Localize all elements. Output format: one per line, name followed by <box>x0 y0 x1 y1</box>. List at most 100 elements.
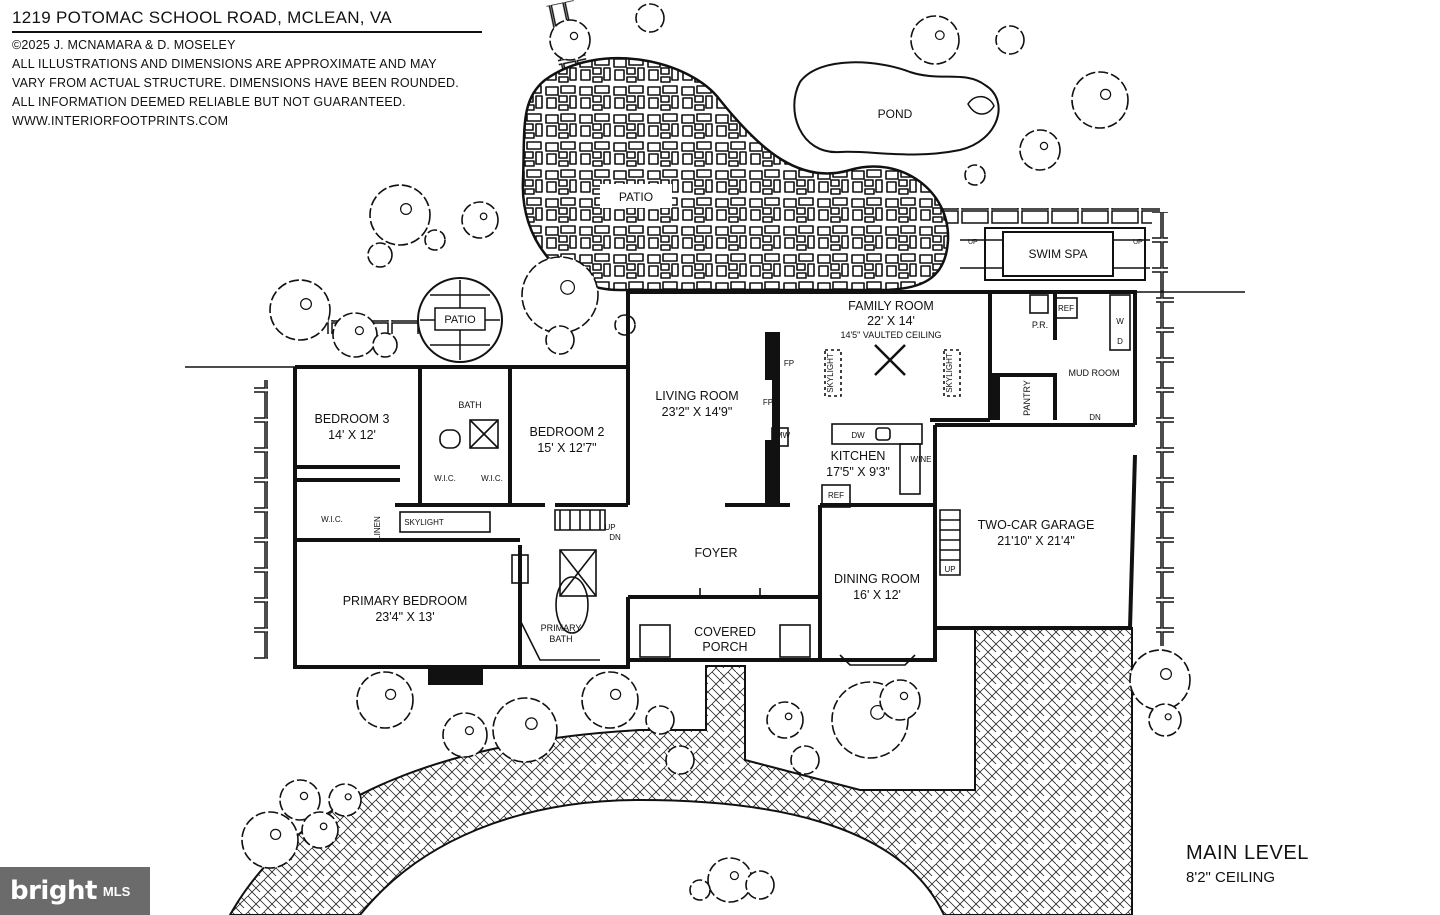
spa-up-right: UP <box>1133 239 1143 246</box>
swim-spa-label: SWIM SPA <box>1028 247 1087 261</box>
tree-detail <box>299 791 309 801</box>
tree-canopy <box>614 314 636 336</box>
logo-brand: bright <box>10 876 97 906</box>
small-patio-label: PATIO <box>444 314 476 326</box>
tree-canopy <box>369 184 431 246</box>
tree-detail <box>525 717 538 730</box>
tree-canopy <box>367 242 393 268</box>
tree-detail <box>1039 141 1049 151</box>
wic-1: W.I.C. <box>434 474 456 483</box>
kitchen-dims: 17'5" X 9'3" <box>826 465 890 479</box>
living-room-name: LIVING ROOM <box>655 389 738 403</box>
tree-detail <box>319 822 328 831</box>
tree-canopy <box>1129 649 1191 711</box>
tree-detail <box>729 871 739 881</box>
spa-up-left: UP <box>968 239 978 246</box>
dining-room-dims: 16' X 12' <box>853 588 901 602</box>
primary-bath-name-1: PRIMARY <box>541 623 582 633</box>
fireplace-upper: FP <box>784 359 794 368</box>
round-patio: PATIO <box>417 277 503 363</box>
tree-canopy <box>1019 129 1061 171</box>
house-walls <box>293 290 1137 669</box>
dining-room-name: DINING ROOM <box>834 572 920 586</box>
dryer-label: D <box>1117 337 1123 346</box>
tree-canopy <box>964 164 986 186</box>
logo-suffix: MLS <box>102 883 131 899</box>
pond <box>793 61 1000 156</box>
stair-down-label: DN <box>609 533 621 542</box>
tree-canopy <box>707 857 753 903</box>
landscaping-trees <box>241 3 1191 903</box>
tree-canopy <box>581 671 639 729</box>
tree-canopy <box>745 870 775 900</box>
tree-detail <box>784 712 793 721</box>
level-caption: MAIN LEVEL 8'2" CEILING <box>1186 842 1309 886</box>
wic-2: W.I.C. <box>481 474 503 483</box>
tree-canopy <box>279 779 321 821</box>
tree-detail <box>400 203 413 216</box>
tree-detail <box>934 30 945 41</box>
dishwasher-label: DW <box>851 431 865 440</box>
feature-labels: W.I.C. W.I.C. W.I.C. LINEN SKYLIGHT SKYL… <box>321 304 1124 574</box>
powder-room-name: P.R. <box>1032 320 1048 330</box>
bedroom2-dims: 15' X 12'7" <box>537 441 596 455</box>
pantry-wall <box>992 375 1000 420</box>
tree-canopy <box>1148 703 1182 737</box>
chimney-block <box>428 667 483 685</box>
tree-detail <box>354 326 364 336</box>
fireplace-lower: FP <box>763 398 773 407</box>
disclaimer-line-1: ALL ILLUSTRATIONS AND DIMENSIONS ARE APP… <box>12 57 437 71</box>
tree-canopy <box>492 697 558 763</box>
swim-spa: SWIM SPA UP UP <box>960 227 1150 281</box>
microwave-label: MW <box>776 431 791 440</box>
stone-patio <box>521 56 950 292</box>
covered-porch-name-2: PORCH <box>702 640 747 654</box>
primary-bedroom-dims: 23'4" X 13' <box>375 610 434 624</box>
foyer-name: FOYER <box>694 546 737 560</box>
tree-canopy <box>665 745 695 775</box>
garage-dims: 21'10" X 21'4" <box>997 534 1075 548</box>
patio-label: PATIO <box>619 190 653 204</box>
tree-canopy <box>689 879 711 901</box>
tree-detail <box>344 793 352 801</box>
level-title: MAIN LEVEL <box>1186 842 1309 864</box>
garage-down-label: DN <box>1089 413 1101 422</box>
pantry-name: PANTRY <box>1022 380 1032 416</box>
mud-ref-label: REF <box>1058 304 1074 313</box>
tree-canopy <box>424 229 446 251</box>
bedroom3-dims: 14' X 12' <box>328 428 376 442</box>
family-room-name: FAMILY ROOM <box>848 299 934 313</box>
website-line: WWW.INTERIORFOOTPRINTS.COM <box>12 114 229 128</box>
tree-canopy <box>910 15 960 65</box>
kitchen-name: KITCHEN <box>831 449 886 463</box>
fence-line <box>185 291 1245 368</box>
tree-canopy <box>766 701 804 739</box>
tree-detail <box>300 298 313 311</box>
tree-canopy <box>301 811 339 849</box>
tree-canopy <box>1071 71 1129 129</box>
disclaimer-line-2: VARY FROM ACTUAL STRUCTURE. DIMENSIONS H… <box>12 76 459 90</box>
tree-detail <box>560 279 576 295</box>
tree-canopy <box>879 679 921 721</box>
tree-detail <box>464 726 474 736</box>
tree-detail <box>609 688 622 701</box>
tree-canopy <box>790 745 820 775</box>
hall-skylight-label: SKYLIGHT <box>404 518 444 527</box>
tree-detail <box>384 688 397 701</box>
garage-up-label: UP <box>944 565 955 574</box>
tree-canopy <box>332 312 378 358</box>
tree-detail <box>1159 667 1172 680</box>
tree-canopy <box>241 811 299 869</box>
waterfall-rocks <box>967 95 995 115</box>
bath-name: BATH <box>458 400 481 410</box>
level-ceiling: 8'2" CEILING <box>1186 869 1276 886</box>
washer-label: W <box>1116 317 1124 326</box>
property-address: 1219 POTOMAC SCHOOL ROAD, MCLEAN, VA <box>12 8 482 33</box>
tree-canopy <box>328 783 362 817</box>
tree-canopy <box>372 332 398 358</box>
tree-canopy <box>356 671 414 729</box>
copyright-line: ©2025 J. MCNAMARA & D. MOSELEY <box>12 38 236 52</box>
bedroom2-name: BEDROOM 2 <box>529 425 604 439</box>
